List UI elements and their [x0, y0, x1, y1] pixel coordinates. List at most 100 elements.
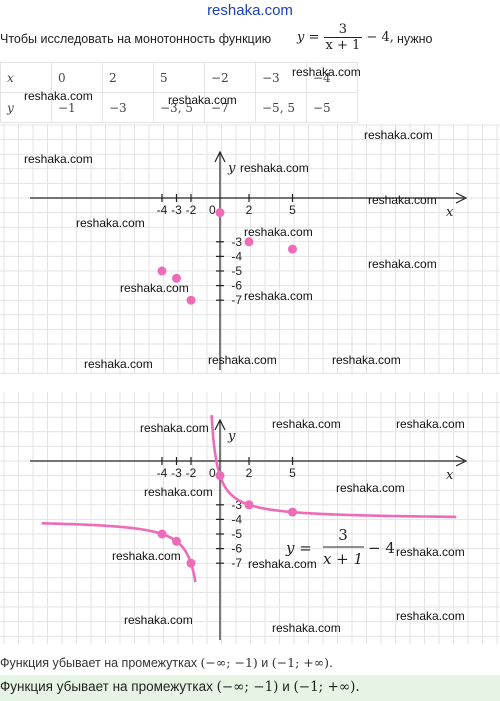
y-axis-arrow — [214, 418, 226, 431]
x-tick-label: 0 — [209, 203, 216, 217]
x-tick-label: -4 — [157, 203, 168, 217]
table-cell: −5, 5 — [255, 92, 307, 123]
watermark: reshaka.com — [168, 93, 237, 107]
data-point — [186, 295, 196, 305]
curve-point — [157, 529, 167, 539]
watermark: reshaka.com — [292, 65, 361, 79]
conclusion-and: и — [261, 656, 269, 670]
watermark: reshaka.com — [364, 128, 433, 142]
intro-text-end: нужно — [397, 32, 433, 46]
conclusion-interval-1: (−∞; −1) — [200, 655, 258, 670]
table-cell: −3 — [102, 92, 154, 123]
grid — [0, 124, 500, 374]
conclusion-interval-2: (−1; +∞). — [271, 655, 333, 670]
curve-point — [172, 536, 181, 546]
watermark: reshaka.com — [24, 152, 93, 166]
watermark: reshaka.com — [396, 545, 465, 559]
x-tick-label: 2 — [246, 466, 253, 480]
watermark: reshaka.com — [368, 257, 437, 271]
curve-point — [186, 558, 196, 568]
y-axis-arrow — [214, 150, 226, 163]
y-tick-label: -7 — [231, 293, 242, 307]
y-axis-label: y — [227, 429, 236, 444]
table-cell: 5 — [153, 62, 205, 93]
formula-right: − 4, — [366, 30, 394, 45]
x-tick-label: -2 — [186, 466, 197, 480]
watermark: reshaka.com — [112, 549, 181, 563]
y-tick-label: -4 — [231, 249, 242, 263]
formula-left: y = — [297, 30, 320, 45]
y-tick-label: -5 — [231, 264, 242, 278]
curve-point — [215, 471, 225, 481]
grid — [0, 392, 500, 644]
x-tick-label: -2 — [186, 203, 197, 217]
answer-interval-1: (−∞; −1) — [216, 679, 279, 695]
graph-formula-denominator: x + 1 — [323, 550, 363, 568]
x-axis-arrow — [455, 192, 468, 204]
y-tick-label: -5 — [231, 527, 242, 541]
data-point — [215, 208, 225, 218]
table-row-x: x 0 2 5 −2 −3 −4 — [0, 62, 358, 93]
table-cell: 2 — [102, 62, 154, 93]
data-point — [288, 244, 297, 254]
data-point — [157, 266, 167, 276]
y-tick-label: -4 — [231, 512, 242, 526]
formula-denominator: x + 1 — [323, 37, 363, 53]
watermark: reshaka.com — [144, 485, 213, 499]
watermark: reshaka.com — [368, 193, 437, 207]
table-cell: −5 — [306, 92, 358, 123]
y-tick-label: -6 — [231, 542, 242, 556]
x-axis-arrow — [455, 455, 468, 467]
data-point — [172, 273, 181, 283]
answer-text: Функция убывает на промежутках — [0, 679, 213, 694]
table-cell: −7 — [204, 92, 256, 123]
formula-fraction: 3 x + 1 — [323, 22, 363, 53]
conclusion-line: Функция убывает на промежутках (−∞; −1) … — [0, 652, 500, 677]
graph-formula-right: − 4 — [368, 539, 395, 557]
x-tick-label: -4 — [157, 466, 168, 480]
watermark: reshaka.com — [140, 421, 209, 435]
watermark: reshaka.com — [396, 609, 465, 623]
x-tick-label: -3 — [171, 466, 182, 480]
table-cell: −3, 5 — [153, 92, 205, 123]
watermark: reshaka.com — [120, 281, 189, 295]
watermark: reshaka.com — [240, 161, 309, 175]
curve-branch-left — [41, 522, 197, 583]
watermark: reshaka.com — [336, 481, 405, 495]
conclusion-text: Функция убывает на промежутках — [0, 656, 198, 670]
y-axis-label: y — [227, 161, 236, 176]
x-tick-label: 5 — [289, 203, 296, 217]
table-header-y: y — [0, 92, 52, 123]
watermark: reshaka.com — [396, 417, 465, 431]
y-tick-label: -7 — [231, 556, 242, 570]
data-point — [244, 237, 254, 247]
x-tick-label: 2 — [246, 203, 253, 217]
graph-formula-numerator: 3 — [338, 526, 348, 544]
y-tick-label: -3 — [231, 235, 242, 249]
table-row-y: y −1 −3 −3, 5 −7 −5, 5 −5 — [0, 92, 358, 123]
site-title[interactable]: reshaka.com — [207, 2, 293, 19]
table-cell: −4 — [306, 62, 358, 93]
table-cell: −3 — [255, 62, 307, 93]
x-axis-label: x — [446, 205, 454, 220]
watermark: reshaka.com — [248, 557, 317, 571]
watermark: reshaka.com — [332, 353, 401, 367]
y-tick-label: -6 — [231, 279, 242, 293]
graph-formula-left: y = — [285, 539, 312, 557]
answer-interval-2: (−1; +∞). — [293, 679, 360, 695]
x-axis-label: x — [446, 468, 454, 483]
y-tick-label: -3 — [231, 498, 242, 512]
watermark: reshaka.com — [124, 613, 193, 627]
formula-numerator: 3 — [338, 22, 348, 37]
answer-and: и — [282, 679, 290, 694]
answer-highlight: Функция убывает на промежутках (−∞; −1) … — [0, 675, 500, 701]
watermark: reshaka.com — [244, 289, 313, 303]
watermark: reshaka.com — [272, 621, 341, 635]
graph-formula: y = 3 x + 1 − 4 — [285, 526, 395, 568]
watermark: reshaka.com — [76, 216, 145, 230]
watermark: reshaka.com — [208, 353, 277, 367]
watermark: reshaka.com — [24, 89, 93, 103]
intro-formula: y = 3 x + 1 − 4, — [297, 22, 394, 53]
